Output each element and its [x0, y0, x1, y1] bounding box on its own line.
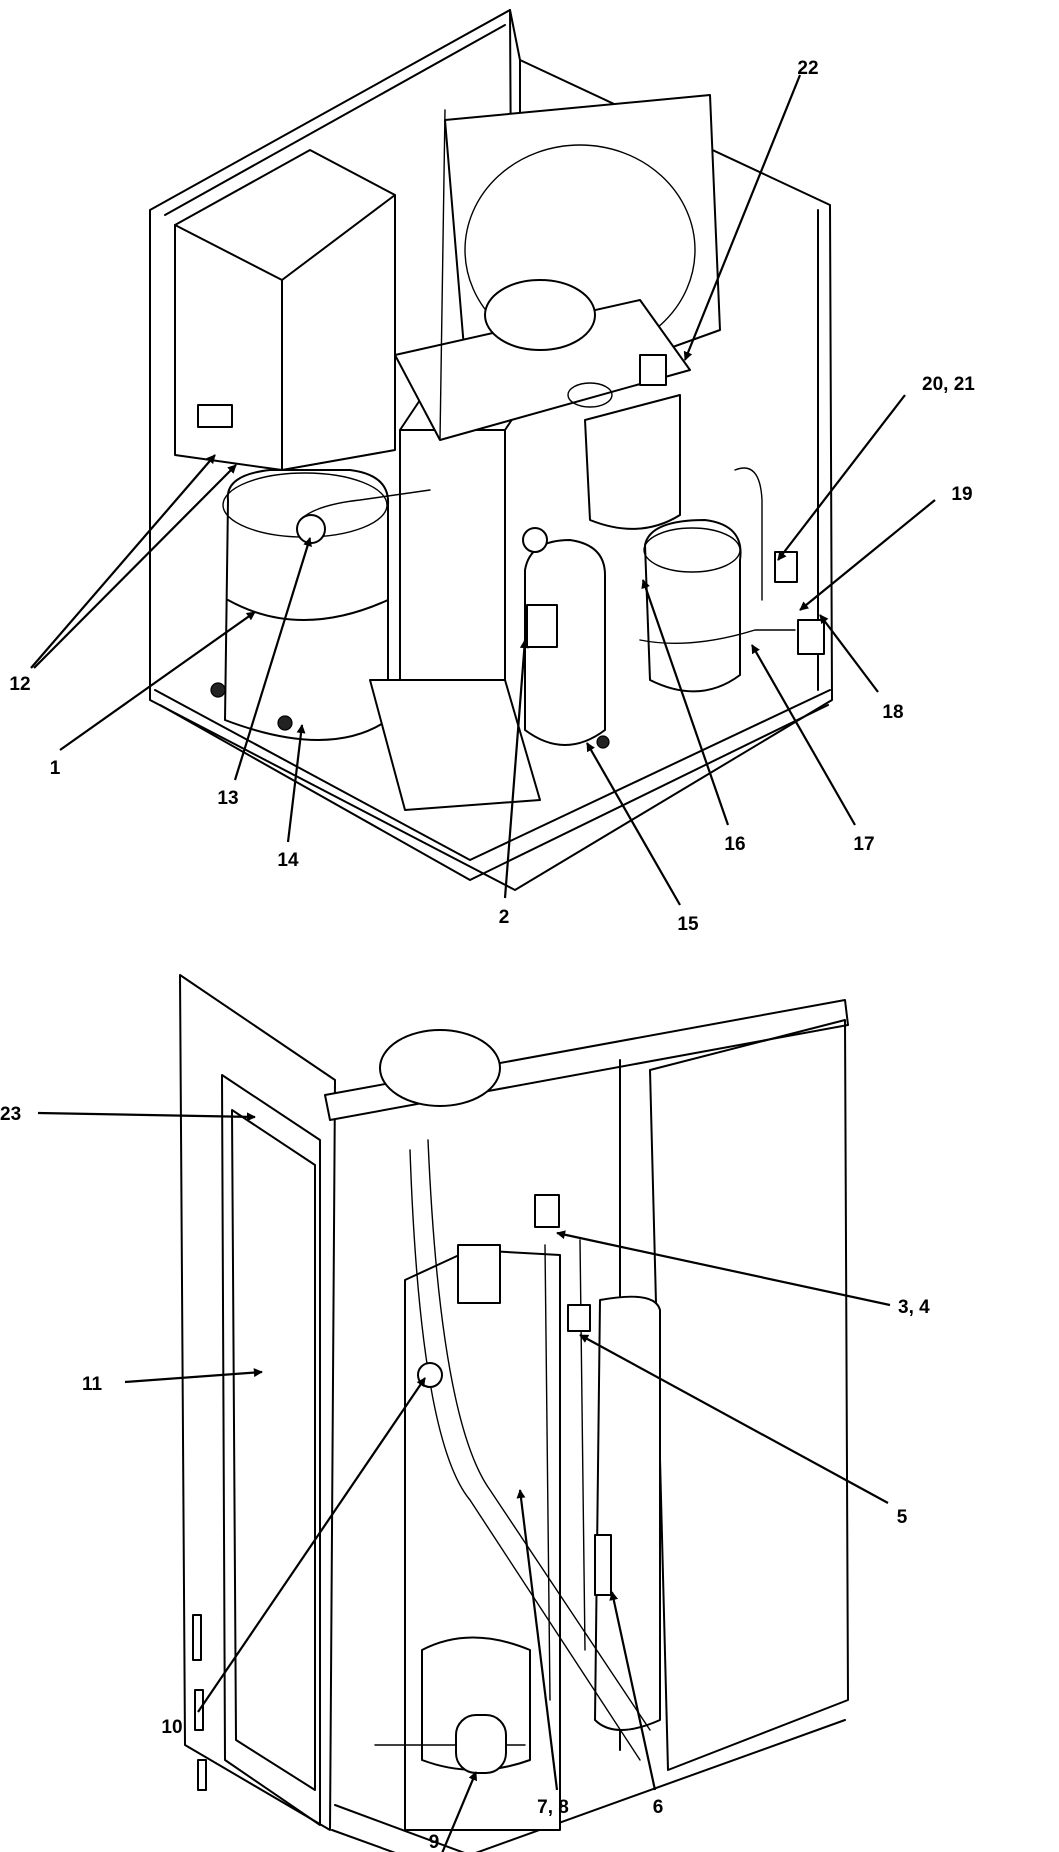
callout-2: 2 [499, 907, 510, 928]
callout-1: 1 [50, 758, 61, 779]
callout-16: 16 [724, 834, 745, 855]
callout-20-21: 20, 21 [922, 374, 975, 395]
callout-22: 22 [797, 58, 818, 79]
callout-17: 17 [853, 834, 874, 855]
bottom-unit-drawing [179, 974, 849, 1852]
callout-labels: 22 20, 21 19 18 17 16 15 14 13 12 1 2 23… [0, 58, 975, 1852]
leader-lines [30, 74, 936, 1852]
callout-3-4: 3, 4 [898, 1297, 930, 1318]
callout-5: 5 [897, 1507, 908, 1528]
callout-7-8: 7, 8 [537, 1797, 569, 1818]
callout-13: 13 [217, 788, 238, 809]
top-unit-drawing [149, 9, 833, 891]
callout-10: 10 [161, 1717, 182, 1738]
callout-14: 14 [277, 850, 299, 871]
callout-19: 19 [951, 484, 972, 505]
callout-9: 9 [429, 1832, 440, 1852]
callout-6: 6 [653, 1797, 664, 1818]
callout-11: 11 [82, 1374, 103, 1395]
callout-15: 15 [677, 914, 699, 935]
callout-23: 23 [0, 1104, 21, 1125]
callout-12: 12 [9, 674, 30, 695]
callout-18: 18 [882, 702, 903, 723]
